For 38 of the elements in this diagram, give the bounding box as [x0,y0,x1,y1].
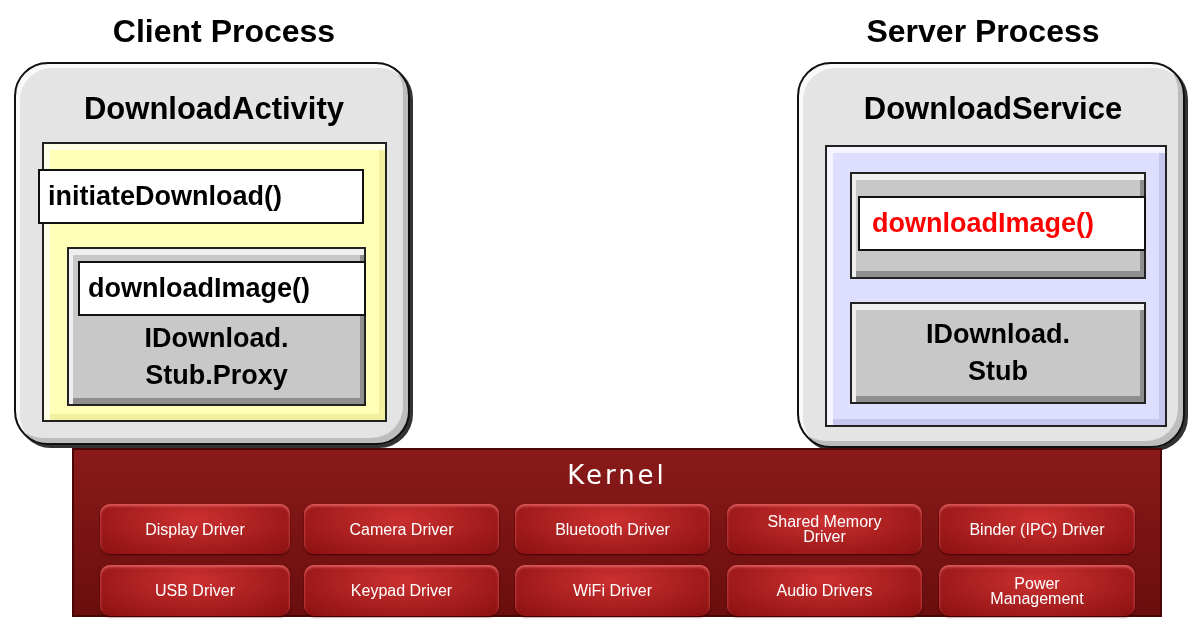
kernel-band [72,448,1162,617]
driver-label: WiFi Driver [571,583,654,598]
driver-label: Shared Memory Driver [766,514,883,544]
driver-box [727,504,922,554]
driver-label: USB Driver [154,583,236,598]
driver-box [100,565,290,616]
class-name: IDownload. Stub.Proxy [143,322,290,392]
driver-box [515,565,710,616]
component-title: DownloadActivity [82,91,346,127]
component-title: DownloadService [862,91,1124,127]
driver-label: Bluetooth Driver [554,521,671,537]
heading: Server Process [865,13,1101,50]
method-name: initiateDownload() [48,181,282,212]
method-label-box [78,261,366,316]
method-name: downloadImage() [88,273,310,304]
driver-label: Audio Drivers [775,583,874,598]
driver-label: Binder (IPC) Driver [968,521,1106,537]
method-label-box [38,169,364,224]
driver-box [100,504,290,554]
driver-label: Power Management [989,575,1085,606]
driver-box [939,504,1135,554]
class-name: IDownload. Stub [925,318,1071,388]
heading: Client Process [111,13,337,50]
driver-label: Keypad Driver [349,583,454,598]
driver-box [304,565,499,616]
driver-box [939,565,1135,616]
band-title: Kernel [566,460,668,490]
driver-box [304,504,499,554]
driver-label: Display Driver [144,521,246,537]
driver-box [727,565,922,616]
class-box [67,247,366,406]
method-label-box [858,196,1146,251]
class-box [850,302,1146,404]
driver-box [515,504,710,554]
driver-label: Camera Driver [348,521,455,537]
class-box [850,172,1146,279]
component-box [825,145,1167,427]
method-name: downloadImage() [872,208,1094,239]
